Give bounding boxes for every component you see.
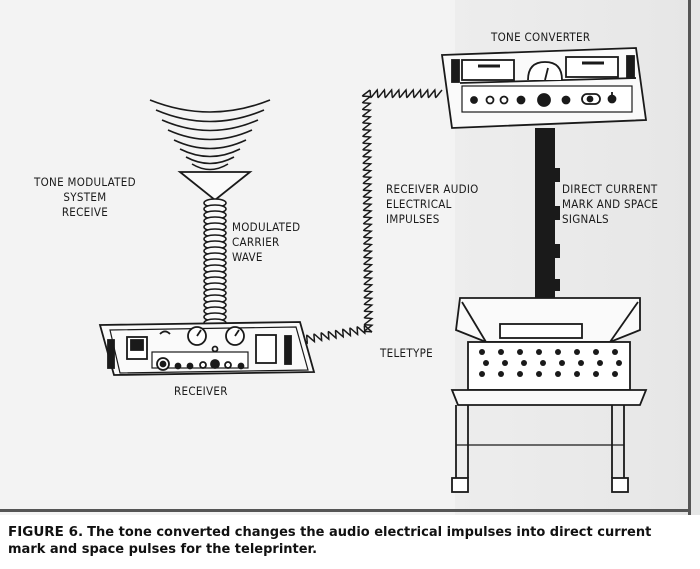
- frame-border-bottom: [0, 509, 691, 512]
- label-tone-modulated-system: TONE MODULATED SYSTEM RECEIVE: [34, 175, 136, 219]
- label-modulated-carrier-wave: MODULATED CARRIER WAVE: [232, 220, 301, 264]
- carrier-wave-tube: [203, 198, 227, 328]
- frame-border-right: [688, 0, 691, 515]
- antenna-funnel-icon: [177, 171, 253, 202]
- tone-converter-unit-icon: [440, 47, 648, 129]
- dc-signal-pipe-icon: [535, 128, 560, 298]
- teleprinter-icon: [450, 297, 648, 493]
- audio-cable-icon: [361, 89, 374, 333]
- label-tone-converter: TONE CONVERTER: [491, 30, 591, 44]
- label-receiver: RECEIVER: [174, 384, 228, 398]
- converter-cable-icon: [369, 88, 443, 99]
- label-receiver-audio-impulses: RECEIVER AUDIO ELECTRICAL IMPULSES: [386, 182, 479, 226]
- caption-text: The tone converted changes the audio ele…: [8, 525, 652, 557]
- label-direct-current-signals: DIRECT CURRENT MARK AND SPACE SIGNALS: [562, 182, 659, 226]
- label-teletype: TELETYPE: [380, 346, 433, 360]
- figure-caption: FIGURE 6.The tone converted changes the …: [8, 524, 692, 558]
- diagram-drawing: [98, 47, 648, 493]
- receiver-unit-icon: [98, 321, 316, 376]
- figure-panel: TONE CONVERTER TONE MODULATED SYSTEM REC…: [0, 0, 700, 515]
- radio-waves-icon: [149, 99, 271, 171]
- caption-figure-number: FIGURE 6.: [8, 524, 84, 540]
- teletype-cable-icon: [298, 324, 373, 345]
